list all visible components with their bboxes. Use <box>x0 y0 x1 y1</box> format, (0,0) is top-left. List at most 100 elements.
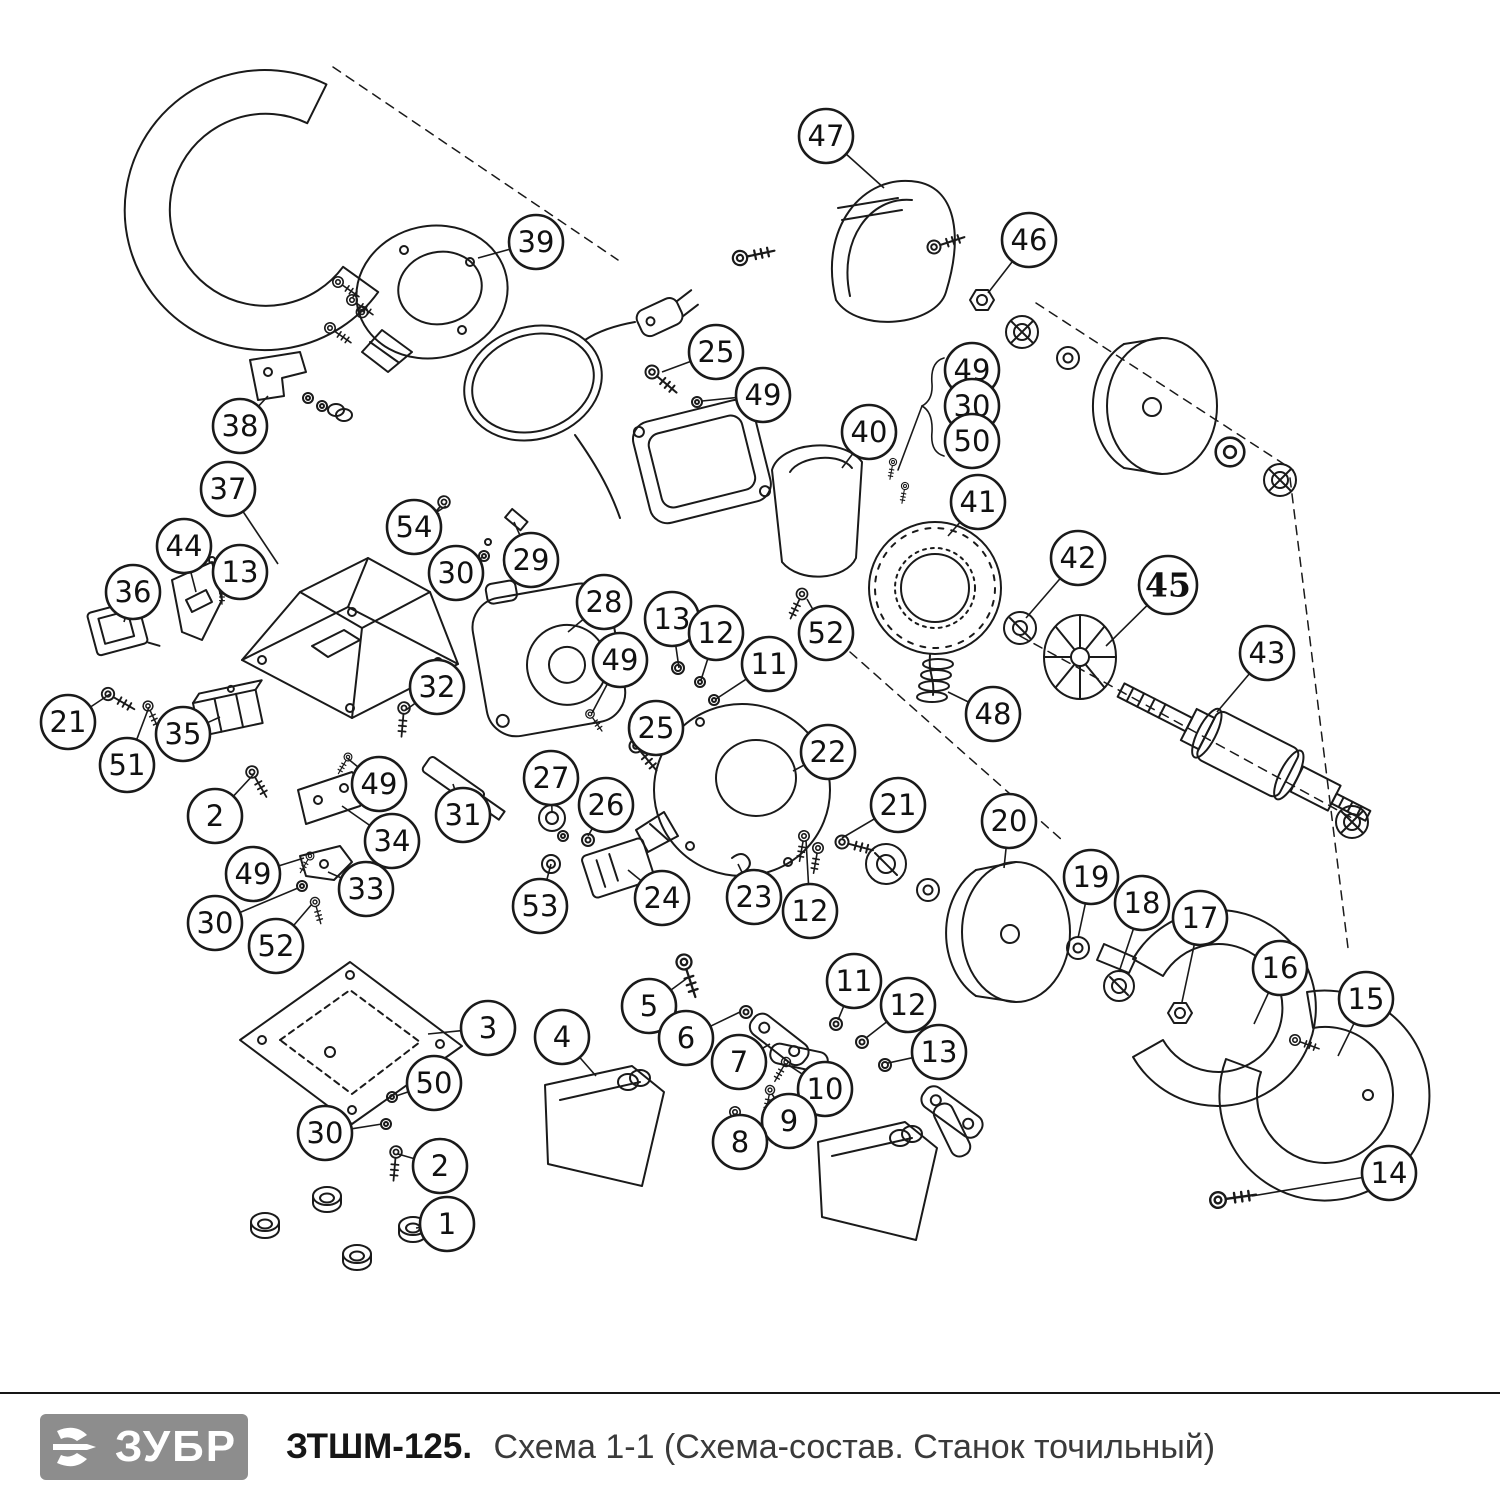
callout-leader <box>789 1065 803 1075</box>
screw-52b <box>308 895 326 926</box>
callout-number: 36 <box>115 575 152 609</box>
callout-leader <box>792 764 805 772</box>
callout-number: 50 <box>954 424 991 458</box>
callout-leader <box>346 757 359 768</box>
callout-27: 27 <box>522 749 580 813</box>
callout-leader <box>546 863 552 881</box>
callout-circle <box>363 812 421 870</box>
bearing-42 <box>1003 611 1037 645</box>
callout-circle <box>687 604 745 662</box>
exploded-diagram: 4746392549493050404138375429304413364245… <box>39 66 1431 1271</box>
callout-leader <box>841 818 876 839</box>
callout-number: 52 <box>808 616 845 650</box>
callout-circle <box>840 403 898 461</box>
screw-21-left <box>98 684 139 716</box>
callout-circle <box>964 685 1022 743</box>
callout-number: 31 <box>445 798 482 832</box>
callout-leader <box>1025 577 1061 619</box>
callout-49: 49 <box>346 755 408 813</box>
washer-top <box>1056 346 1080 370</box>
callout-number: 5 <box>640 989 658 1023</box>
callout-number: 10 <box>807 1072 844 1106</box>
callout-leader <box>242 511 279 565</box>
callout-1: 1 <box>415 1195 476 1253</box>
callout-number: 11 <box>836 964 873 998</box>
callout-circle <box>760 1092 818 1150</box>
callout-circle <box>1113 874 1171 932</box>
callout-13: 13 <box>643 590 701 669</box>
callout-3: 3 <box>427 999 517 1057</box>
switch-housing <box>241 557 459 719</box>
callout-number: 42 <box>1060 541 1097 575</box>
callout-33: 33 <box>327 860 395 918</box>
tool-rest-left <box>544 1065 665 1187</box>
callout-leader <box>1251 1176 1363 1197</box>
callout-circle <box>799 723 857 781</box>
nut-30b <box>296 880 308 892</box>
callout-number: 24 <box>644 881 681 915</box>
callout-leader <box>1003 847 1007 869</box>
callout-circle <box>1062 848 1120 906</box>
eye-shield <box>830 179 956 323</box>
callout-leader <box>761 1043 771 1050</box>
callout-leader <box>670 978 687 991</box>
callout-number: 45 <box>1145 566 1191 605</box>
callout-leader <box>327 871 342 879</box>
callout-number: 12 <box>890 988 927 1022</box>
callout-leader <box>1253 992 1270 1025</box>
hex-nut-17 <box>1167 1002 1193 1024</box>
callout-25: 25 <box>661 323 745 381</box>
power-plug <box>635 289 699 338</box>
junction-box-cover <box>632 398 772 525</box>
callout-circle <box>155 517 213 575</box>
callout-leader <box>675 645 680 669</box>
callout-number: 33 <box>348 872 385 906</box>
callout-number: 16 <box>1262 951 1299 985</box>
callout-44: 44 <box>155 517 213 593</box>
callout-circle <box>1171 889 1229 947</box>
callout-21: 21 <box>39 693 111 751</box>
callout-5: 5 <box>620 977 687 1035</box>
callout-34: 34 <box>341 805 421 870</box>
callout-leader <box>627 869 642 882</box>
callout-11: 11 <box>715 635 798 700</box>
bearing-top <box>1005 315 1039 349</box>
callout-17: 17 <box>1171 889 1229 1003</box>
callout-circle <box>1251 939 1309 997</box>
callout-49: 49 <box>224 845 305 903</box>
bushing-53 <box>541 854 561 874</box>
callout-4: 4 <box>533 1008 597 1077</box>
callout-number: 27 <box>533 761 570 795</box>
callout-number: 30 <box>197 906 234 940</box>
callout-number: 49 <box>745 378 782 412</box>
callout-21: 21 <box>841 776 927 839</box>
callout-circle <box>575 573 633 631</box>
callout-leader <box>1118 928 1135 973</box>
callout-7: 7 <box>710 1033 771 1091</box>
callout-circle <box>296 1104 354 1162</box>
callout-number: 48 <box>975 697 1012 731</box>
callout-25: 25 <box>627 699 685 757</box>
callout-leader <box>1181 944 1196 1003</box>
callout-39: 39 <box>477 213 565 271</box>
zubr-triple-chevron-icon <box>52 1427 96 1467</box>
callout-36: 36 <box>104 563 162 623</box>
callout-circle <box>627 699 685 757</box>
callout-41: 41 <box>947 473 1007 537</box>
callout-circle <box>711 1113 769 1171</box>
footer-bar: ЗУБР ЗТШМ-125. Схема 1-1 (Схема-состав. … <box>0 1392 1500 1500</box>
nut-11b <box>829 1017 843 1031</box>
callout-circle <box>98 736 156 794</box>
callout-51: 51 <box>98 706 156 794</box>
washer-12c <box>855 1035 869 1049</box>
callout-group-brace <box>897 357 945 471</box>
cord-clamp-24 <box>581 837 655 899</box>
callout-number: 50 <box>416 1066 453 1100</box>
clip-23 <box>731 853 751 872</box>
callout-circle <box>797 604 855 662</box>
callout-leader <box>397 1153 415 1160</box>
callout-circle <box>211 543 269 601</box>
callout-leader <box>232 773 255 797</box>
callout-circle <box>1049 529 1107 587</box>
long-screw-top <box>730 242 778 268</box>
